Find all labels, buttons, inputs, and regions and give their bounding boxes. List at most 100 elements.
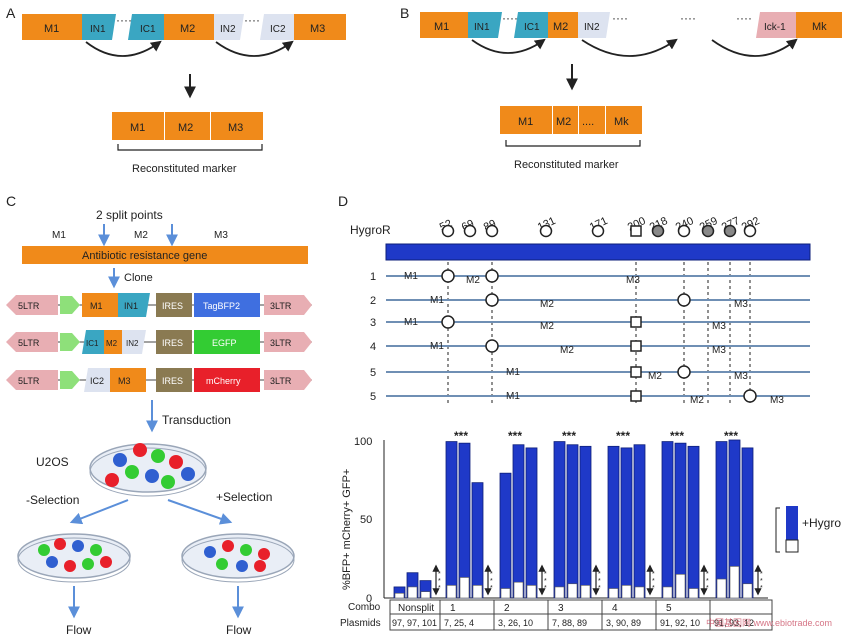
d-row-fragment-label: M1 — [506, 367, 520, 378]
d-row-split-square — [630, 366, 642, 378]
d-position-marker — [651, 224, 665, 238]
c1-m1-label: M1 — [90, 301, 103, 311]
panel-d-letter: D — [338, 193, 348, 209]
a-seg-ic1 — [128, 14, 164, 40]
d-bar-hygro — [525, 447, 538, 599]
c2-reporter — [194, 330, 260, 354]
c2-in2-label: IN2 — [126, 339, 139, 348]
d-comparison-marker: * — [706, 578, 709, 585]
a-dots-2: ···· — [244, 13, 260, 27]
a-result-m3 — [211, 112, 263, 140]
a-dots-1: ···· — [116, 13, 132, 27]
d-comparison-marker: * — [706, 585, 709, 592]
a-splice-arc-2 — [215, 40, 294, 57]
d-row-number: 5 — [370, 367, 376, 379]
d-row-fragment-label: M2 — [690, 395, 704, 406]
d-bar-hygro — [741, 447, 754, 599]
b-dots-3: ···· — [680, 11, 696, 25]
a-seg-m3 — [294, 14, 346, 40]
c3-ic2 — [84, 368, 110, 392]
d-row-fragment-label: M3 — [734, 299, 748, 310]
d-bar-hygro — [553, 441, 566, 599]
b-dots-2: ···· — [612, 11, 628, 25]
d-bar-base — [526, 585, 537, 599]
d-comparison-marker: * — [706, 571, 709, 578]
d-bar-hygro — [661, 441, 674, 599]
c1-ltr3 — [264, 295, 312, 315]
b-seg-ic1-label: IC1 — [524, 22, 540, 33]
d-row-fragment-label: M3 — [712, 345, 726, 356]
d-bar-base — [446, 585, 457, 599]
c2-ltr3 — [264, 332, 312, 352]
d-significance-label: *** — [724, 429, 738, 443]
d-bar-base — [634, 586, 645, 599]
d-comparison-marker: * — [438, 571, 441, 578]
d-combo-cell: 1 — [450, 603, 456, 614]
c-dish-right — [181, 533, 295, 583]
b-caption: Reconstituted marker — [514, 159, 619, 171]
d-ytick-0: 0 — [366, 593, 372, 605]
d-row-fragment-label: M3 — [770, 395, 784, 406]
d-combo-cell: Nonsplit — [398, 603, 434, 614]
a-seg-m1-label: M1 — [44, 23, 59, 35]
b-result-dots-label: .... — [582, 116, 594, 128]
d-row-fragment-label: M1 — [404, 271, 418, 282]
b-result-m2-label: M2 — [556, 116, 571, 128]
a-caption: Reconstituted marker — [132, 163, 237, 175]
d-chart: %BFP+ mCherry+ GFP+ 0 50 100 ***********… — [340, 429, 773, 631]
c-arrow-left — [69, 499, 129, 525]
b-seg-mk — [796, 12, 842, 38]
b-result-m2 — [553, 106, 578, 134]
b-seg-in2-label: IN2 — [584, 22, 600, 33]
b-seg-ick1-label: Ick-1 — [764, 22, 786, 33]
d-row-split-circle — [743, 389, 757, 403]
c-construct-1: 5LTR M1 IN1 IRES TagBFP2 3LTR — [6, 293, 312, 317]
d-position-marker — [701, 224, 715, 238]
c3-ltr3-label: 3LTR — [270, 376, 292, 386]
a-seg-in2-label: IN2 — [220, 24, 236, 35]
d-ytick-50: 50 — [360, 514, 372, 526]
d-bar-base — [742, 583, 753, 599]
d-combo-cell: 5 — [666, 603, 672, 614]
c2-ltr5-label: 5LTR — [18, 338, 40, 348]
d-bar-base — [394, 592, 405, 599]
d-position-layer: 526989131171200218240259277292 — [438, 215, 762, 238]
d-bar-hygro — [499, 472, 512, 599]
c1-reporter-label: TagBFP2 — [203, 301, 240, 311]
a-seg-in1-label: IN1 — [90, 24, 106, 35]
d-row-number: 5 — [370, 391, 376, 403]
d-row-fragment-label: M1 — [404, 317, 418, 328]
c2-m2 — [104, 330, 122, 354]
c2-ltr3-label: 3LTR — [270, 338, 292, 348]
d-row-split-circle — [677, 293, 691, 307]
d-position-marker — [743, 224, 757, 238]
b-result-m1-label: M1 — [518, 116, 533, 128]
d-comparison-marker: * — [598, 585, 601, 592]
d-significance-label: *** — [670, 429, 684, 443]
d-hygro-label: HygroR — [350, 223, 391, 237]
a-bracket — [117, 144, 263, 151]
d-bar-base — [500, 588, 511, 599]
c-cell-line: U2OS — [36, 455, 69, 469]
d-row-fragment-label: M2 — [466, 275, 480, 286]
a-seg-ic2-label: IC2 — [270, 24, 286, 35]
c1-m1 — [82, 293, 118, 317]
d-combo-table — [389, 599, 773, 631]
c3-ltr5-label: 5LTR — [18, 376, 40, 386]
d-comparison-marker: * — [438, 578, 441, 585]
c-split-label: 2 split points — [96, 208, 163, 222]
c2-m2-label: M2 — [106, 339, 118, 348]
c-gene-label: Antibiotic resistance gene — [82, 250, 207, 262]
d-row-number: 2 — [370, 295, 376, 307]
d-row-split-square — [630, 390, 642, 402]
d-row-split-circle — [485, 293, 499, 307]
c3-ltr3 — [264, 370, 312, 390]
c1-ltr5-label: 5LTR — [18, 301, 40, 311]
b-seg-m2-label: M2 — [553, 21, 568, 33]
d-comparison-marker: * — [652, 578, 655, 585]
b-seg-ic1 — [514, 12, 548, 38]
panel-a-letter: A — [6, 5, 16, 21]
b-dots-1: ···· — [502, 11, 518, 25]
d-bar-base — [688, 588, 699, 599]
